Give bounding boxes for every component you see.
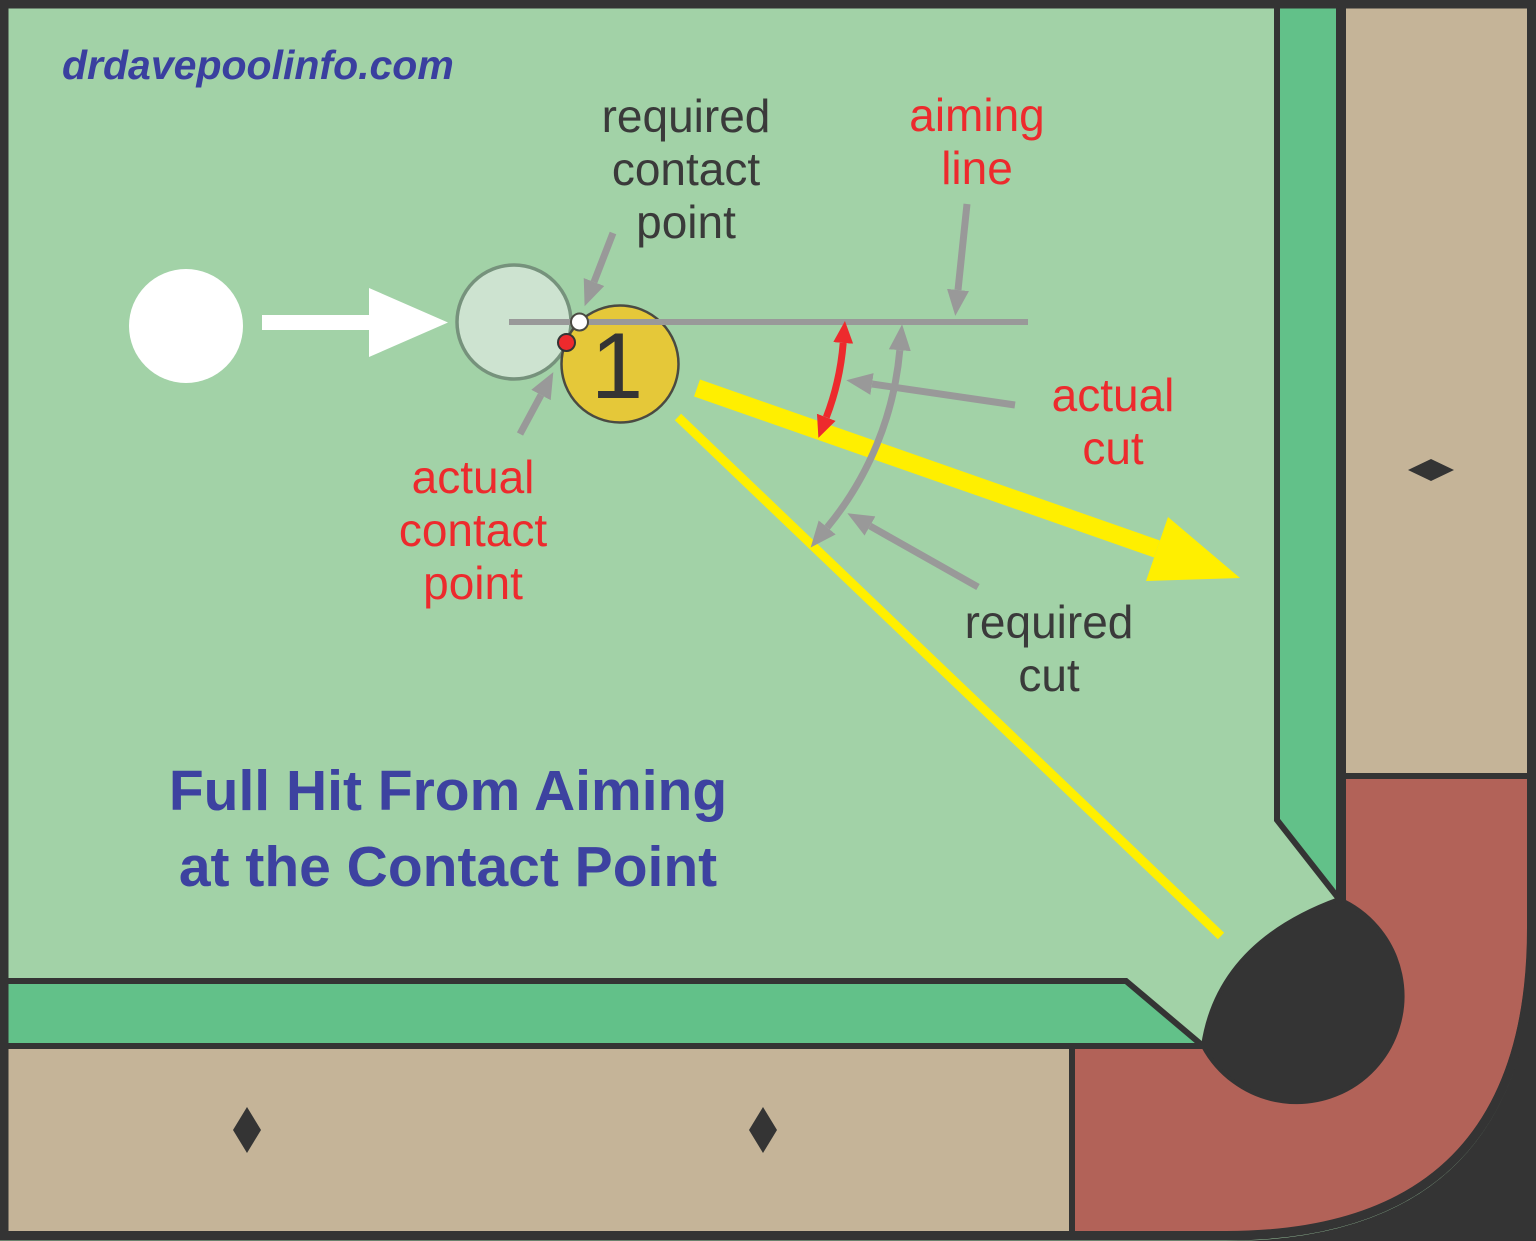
diamond-marker-icon xyxy=(749,1107,777,1153)
diamond-marker-icon xyxy=(233,1107,261,1153)
actual-contact-point-pointer-arrow xyxy=(516,372,554,436)
actual-cut-angle-arc xyxy=(816,320,854,438)
required-cut-line xyxy=(674,413,1225,940)
actual-cut-pointer-arrow xyxy=(846,373,1016,409)
diamond-marker-icon xyxy=(1408,459,1454,481)
bottom-cushion xyxy=(0,978,1212,1049)
right-rail xyxy=(1340,0,1533,779)
required-cut-pointer-arrow xyxy=(847,513,980,591)
actual-cut-arrow-shaft xyxy=(694,379,1160,558)
aiming-line-pointer-arrow xyxy=(947,203,971,316)
corner-pocket xyxy=(1200,896,1405,1105)
cue-ball xyxy=(129,269,243,383)
required-contact-point-pointer-arrow xyxy=(583,231,617,307)
right-cushion xyxy=(1274,0,1342,908)
actual-cut-arrowhead xyxy=(1146,517,1240,581)
cue-direction-arrow xyxy=(262,288,448,357)
bottom-rail xyxy=(0,1043,1075,1237)
required-cut-angle-arc xyxy=(810,324,911,548)
object-ball xyxy=(560,304,680,424)
required-contact-point-dot xyxy=(570,312,589,332)
actual-contact-point-dot xyxy=(557,333,576,352)
object-ball-number: 1 xyxy=(591,313,643,418)
